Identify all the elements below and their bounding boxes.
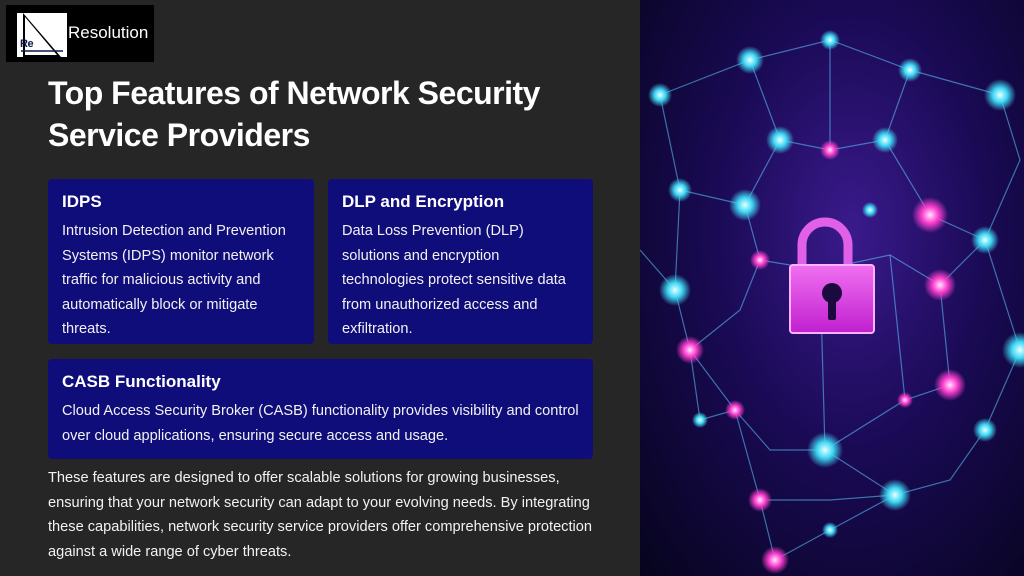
card-heading: IDPS	[62, 192, 102, 211]
network-security-illustration	[640, 0, 1024, 576]
card-body: Data Loss Prevention (DLP) solutions and…	[342, 223, 566, 337]
feature-card-idps: IDPS Intrusion Detection and Prevention …	[48, 179, 314, 344]
brand-name: Resolution	[68, 23, 149, 42]
card-body: Intrusion Detection and Prevention Syste…	[62, 223, 286, 337]
slide-content: Re Resolution Top Features of Network Se…	[6, 5, 593, 560]
page-title: Top Features of Network Security Service…	[48, 75, 540, 153]
summary-paragraph: These features are designed to offer sca…	[48, 470, 593, 560]
logo-letters: Re	[20, 38, 34, 50]
card-body: Cloud Access Security Broker (CASB) func…	[62, 403, 579, 444]
feature-card-casb: CASB Functionality Cloud Access Security…	[48, 359, 593, 459]
brand-logo: Re Resolution	[6, 5, 154, 62]
card-heading: DLP and Encryption	[342, 192, 505, 211]
padlock-network-icon	[640, 30, 1024, 574]
card-heading: CASB Functionality	[62, 372, 221, 391]
feature-card-dlp: DLP and Encryption Data Loss Prevention …	[328, 179, 593, 344]
logo-mark-icon: Re	[17, 13, 67, 57]
